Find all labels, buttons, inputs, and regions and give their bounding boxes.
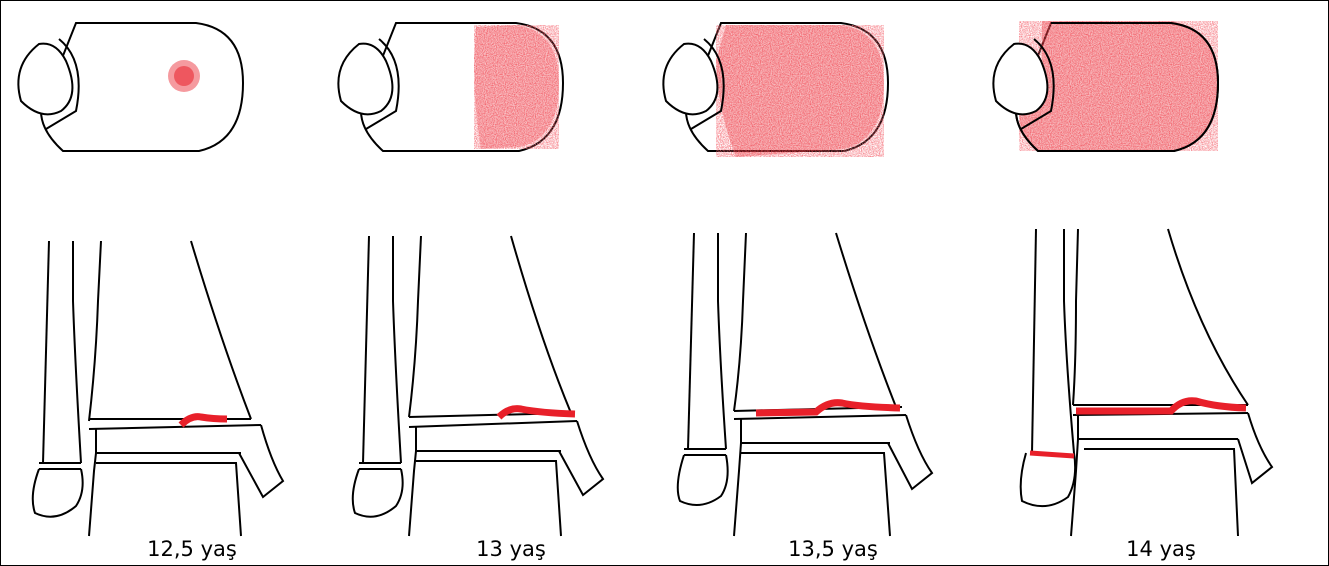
top-view-13-5 <box>663 23 888 157</box>
top-view-13 <box>338 23 563 151</box>
ossification-center-12-5 <box>168 60 200 92</box>
top-view-14 <box>993 21 1218 151</box>
fused-physis-13-5 <box>756 403 900 413</box>
ossification-region-14 <box>1019 21 1218 151</box>
fused-physis-12-5 <box>181 417 227 425</box>
age-label-12-5: 12,5 yaş <box>92 537 292 561</box>
panel-12-5 <box>18 23 283 536</box>
front-view-14 <box>1021 229 1272 536</box>
panel-14 <box>993 21 1272 536</box>
fused-physis-13 <box>499 409 575 417</box>
top-view-12-5 <box>18 23 243 151</box>
age-label-14: 14 yaş <box>1061 537 1261 561</box>
panel-13 <box>338 23 603 536</box>
panel-13-5 <box>663 23 932 536</box>
age-label-13-5: 13,5 yaş <box>733 537 933 561</box>
ossification-region-13-5 <box>716 25 884 157</box>
ossification-region-13 <box>474 25 559 149</box>
front-view-12-5 <box>33 241 283 536</box>
fused-fibular-physis-14 <box>1030 453 1074 456</box>
front-view-13 <box>353 236 603 536</box>
age-label-13: 13 yaş <box>411 537 611 561</box>
front-view-13-5 <box>678 233 932 536</box>
